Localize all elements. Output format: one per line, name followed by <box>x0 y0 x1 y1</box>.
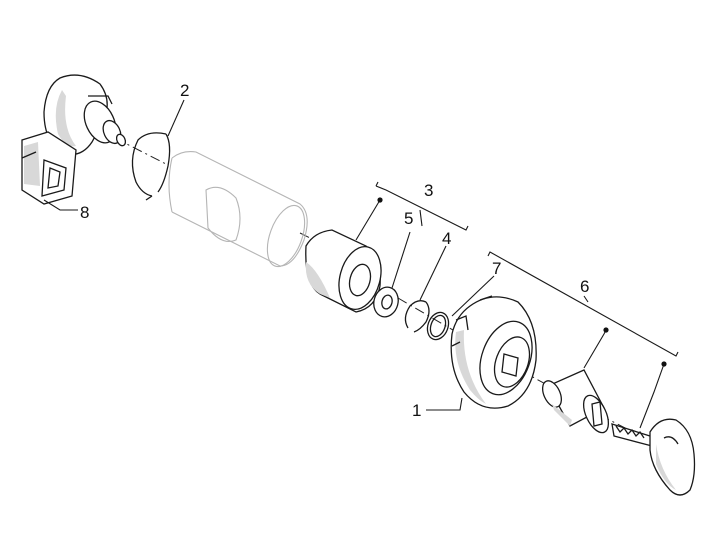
bracket-3 <box>375 181 469 231</box>
lock-cylinder <box>541 369 610 434</box>
callout-part-1: 1 <box>412 401 421 420</box>
callout-part-6: 6 <box>580 277 589 296</box>
housing-outline <box>168 151 308 268</box>
bracket-6 <box>487 251 679 357</box>
washer <box>373 286 399 318</box>
callout-part-4: 4 <box>442 229 451 248</box>
callout-part-3: 3 <box>424 181 433 200</box>
key <box>611 418 696 496</box>
o-ring <box>426 311 450 341</box>
bushing <box>305 229 382 313</box>
callout-part-2: 2 <box>180 81 189 100</box>
callout-part-5: 5 <box>404 209 413 228</box>
wire-clip <box>131 132 171 201</box>
callout-part-8: 8 <box>80 203 89 222</box>
callout-part-7: 7 <box>492 259 501 278</box>
ignition-switch <box>21 74 127 205</box>
spring-clip <box>404 300 430 333</box>
leader-dots <box>377 197 667 367</box>
lock-body <box>450 295 537 409</box>
